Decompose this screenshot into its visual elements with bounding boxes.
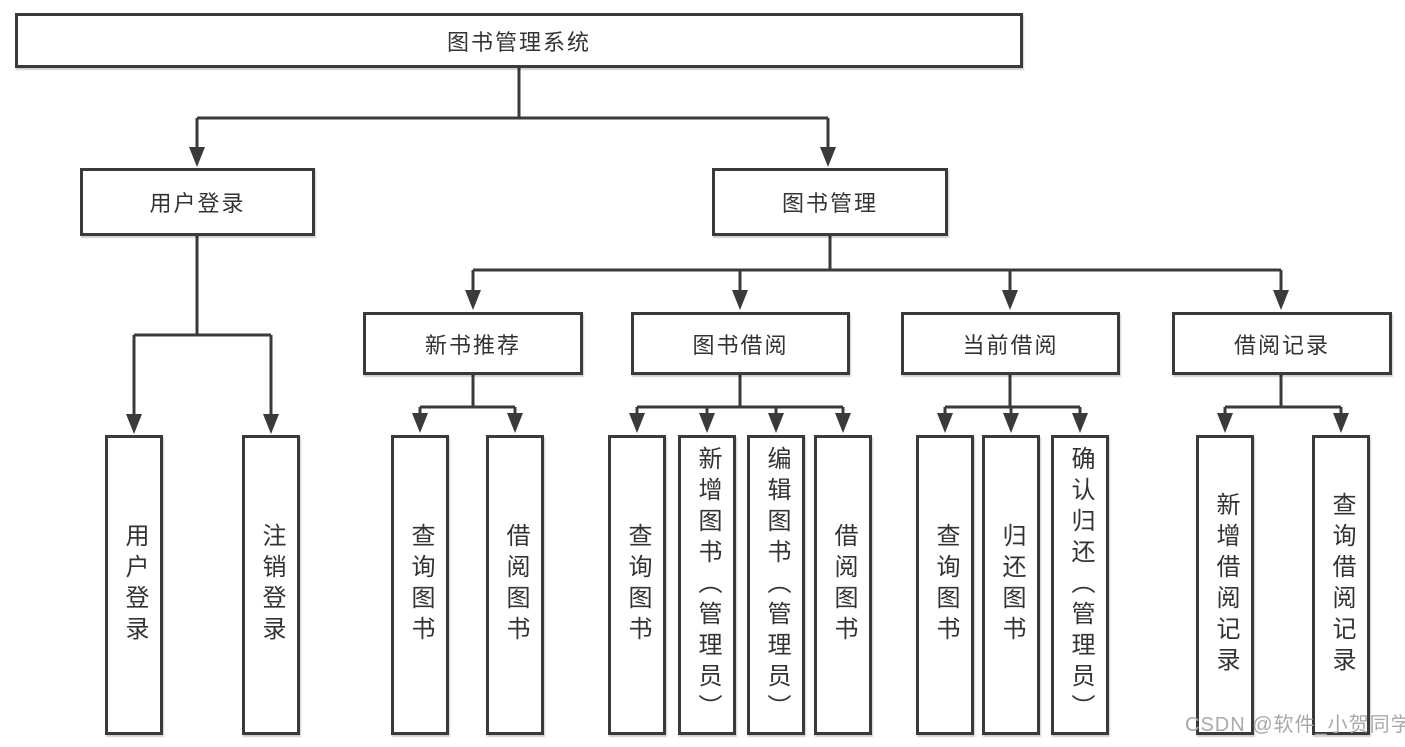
node-label: 新增借阅记录 xyxy=(1212,492,1239,678)
node-new-book-recommendation: 新书推荐 xyxy=(363,312,583,375)
node-label: 用户登录 xyxy=(121,523,148,647)
node-label: 归还图书 xyxy=(998,523,1025,647)
node-label: 确认归还（管理员） xyxy=(1067,445,1094,725)
node-label: 当前借阅 xyxy=(962,332,1059,358)
node-current-borrowing: 当前借阅 xyxy=(901,312,1120,375)
leaf-recommend-query-books: 查询图书 xyxy=(391,435,449,735)
node-borrowing-records: 借阅记录 xyxy=(1172,312,1392,375)
leaf-records-add-record: 新增借阅记录 xyxy=(1196,435,1254,735)
node-label: 图书管理 xyxy=(781,191,878,216)
node-user-login: 用户登录 xyxy=(80,168,315,236)
connector-arrowheads xyxy=(126,147,1349,434)
csdn-watermark: CSDN @软件_小贺同学 xyxy=(1185,714,1405,736)
node-label: 图书管理系统 xyxy=(446,29,591,55)
node-label: 新增图书（管理员） xyxy=(694,445,721,725)
node-book-management: 图书管理 xyxy=(712,168,948,236)
node-book-borrowing: 图书借阅 xyxy=(631,312,850,375)
leaf-borrowing-borrow-books: 借阅图书 xyxy=(814,435,872,735)
leaf-recommend-borrow-books: 借阅图书 xyxy=(486,435,544,735)
leaf-borrowing-add-books-admin: 新增图书（管理员） xyxy=(678,435,736,735)
node-label: 注销登录 xyxy=(258,523,285,647)
leaf-current-confirm-return-admin: 确认归还（管理员） xyxy=(1051,435,1109,735)
leaf-borrowing-edit-books-admin: 编辑图书（管理员） xyxy=(747,435,805,735)
node-label: 查询图书 xyxy=(932,523,959,647)
node-label: 查询借阅记录 xyxy=(1328,492,1355,678)
node-label: 借阅图书 xyxy=(830,523,857,647)
node-label: 查询图书 xyxy=(407,523,434,647)
node-label: 查询图书 xyxy=(624,523,651,647)
leaf-user-login: 用户登录 xyxy=(105,435,163,735)
leaf-records-query-record: 查询借阅记录 xyxy=(1312,435,1370,735)
node-label: 新书推荐 xyxy=(424,332,521,358)
leaf-borrowing-query-books: 查询图书 xyxy=(608,435,666,735)
leaf-logout-login: 注销登录 xyxy=(242,435,300,735)
node-label: 用户登录 xyxy=(149,191,246,216)
node-book-management-system: 图书管理系统 xyxy=(15,13,1023,68)
node-label: 编辑图书（管理员） xyxy=(763,445,790,725)
leaf-current-query-books: 查询图书 xyxy=(916,435,974,735)
node-label: 借阅图书 xyxy=(502,523,529,647)
leaf-current-return-books: 归还图书 xyxy=(982,435,1040,735)
node-label: 借阅记录 xyxy=(1233,332,1330,358)
node-label: 图书借阅 xyxy=(692,332,789,358)
